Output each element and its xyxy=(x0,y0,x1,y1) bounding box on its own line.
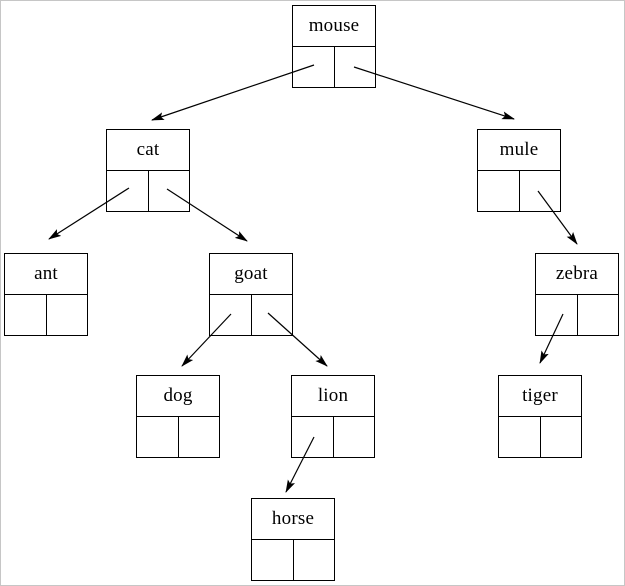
left-pointer-cell xyxy=(252,540,294,580)
left-pointer-cell xyxy=(536,295,578,335)
left-pointer-cell xyxy=(5,295,47,335)
right-pointer-cell xyxy=(294,540,335,580)
tree-node-dog: dog xyxy=(136,375,220,458)
node-label: tiger xyxy=(499,376,581,417)
tree-node-horse: horse xyxy=(251,498,335,581)
node-label: horse xyxy=(252,499,334,540)
tree-node-cat: cat xyxy=(106,129,190,212)
node-pointer-cells xyxy=(478,171,560,211)
node-label: mule xyxy=(478,130,560,171)
right-pointer-cell xyxy=(334,417,375,457)
tree-node-mule: mule xyxy=(477,129,561,212)
left-pointer-cell xyxy=(293,47,335,87)
node-label: lion xyxy=(292,376,374,417)
left-pointer-cell xyxy=(478,171,520,211)
node-label: zebra xyxy=(536,254,618,295)
right-pointer-cell xyxy=(578,295,619,335)
left-pointer-cell xyxy=(107,171,149,211)
node-pointer-cells xyxy=(293,47,375,87)
tree-node-tiger: tiger xyxy=(498,375,582,458)
right-pointer-cell xyxy=(149,171,190,211)
right-pointer-cell xyxy=(47,295,88,335)
right-pointer-cell xyxy=(179,417,220,457)
tree-node-mouse: mouse xyxy=(292,5,376,88)
node-pointer-cells xyxy=(107,171,189,211)
left-pointer-cell xyxy=(499,417,541,457)
tree-node-zebra: zebra xyxy=(535,253,619,336)
node-label: dog xyxy=(137,376,219,417)
right-pointer-cell xyxy=(541,417,582,457)
right-pointer-cell xyxy=(252,295,293,335)
node-label: mouse xyxy=(293,6,375,47)
edge-mouse-mule xyxy=(353,66,515,120)
node-label: ant xyxy=(5,254,87,295)
tree-node-ant: ant xyxy=(4,253,88,336)
node-pointer-cells xyxy=(252,540,334,580)
node-pointer-cells xyxy=(292,417,374,457)
left-pointer-cell xyxy=(292,417,334,457)
right-pointer-cell xyxy=(520,171,561,211)
node-pointer-cells xyxy=(210,295,292,335)
tree-node-goat: goat xyxy=(209,253,293,336)
node-label: cat xyxy=(107,130,189,171)
tree-node-lion: lion xyxy=(291,375,375,458)
node-pointer-cells xyxy=(499,417,581,457)
node-pointer-cells xyxy=(536,295,618,335)
edge-mouse-cat xyxy=(151,64,315,121)
node-pointer-cells xyxy=(137,417,219,457)
node-label: goat xyxy=(210,254,292,295)
node-pointer-cells xyxy=(5,295,87,335)
left-pointer-cell xyxy=(210,295,252,335)
left-pointer-cell xyxy=(137,417,179,457)
right-pointer-cell xyxy=(335,47,376,87)
